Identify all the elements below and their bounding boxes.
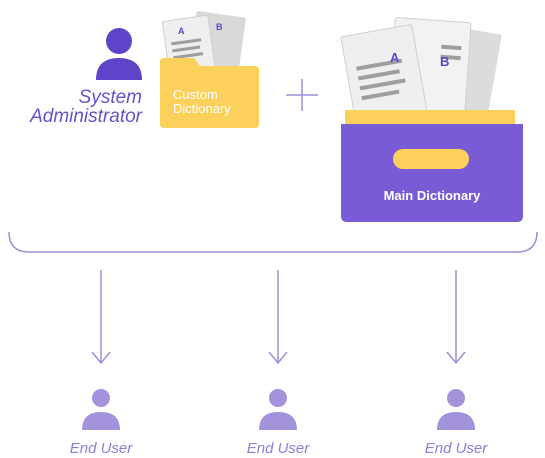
admin-label-line1: System: [78, 87, 142, 108]
main-box-icon: A B: [340, 17, 523, 222]
end-user-label: End User: [69, 440, 133, 457]
end-user-label: End User: [424, 440, 488, 457]
user-avatar-icon: [259, 389, 297, 430]
admin-label-line2: Administrator: [30, 106, 142, 127]
plus-icon: [286, 79, 318, 111]
custom-dictionary-label-line1: Custom: [173, 87, 218, 102]
grouping-bracket: [8, 231, 538, 253]
user-avatar-icon: [82, 389, 120, 430]
down-arrow-icon: [446, 270, 466, 365]
user-avatar-icon: [437, 389, 475, 430]
main-doc-letter-a: A: [390, 50, 400, 65]
custom-doc-letter-a: A: [178, 26, 185, 36]
end-user-label: End User: [246, 440, 310, 457]
custom-doc-letter-b: B: [216, 22, 223, 32]
custom-folder-icon: A B: [160, 11, 259, 128]
main-doc-letter-b: B: [440, 54, 449, 69]
down-arrow-icon: [268, 270, 288, 365]
custom-dictionary-label-line2: Dictionary: [173, 101, 231, 116]
main-dictionary-label: Main Dictionary: [383, 188, 481, 203]
admin-avatar-icon: [96, 28, 142, 80]
down-arrow-icon: [91, 270, 111, 365]
